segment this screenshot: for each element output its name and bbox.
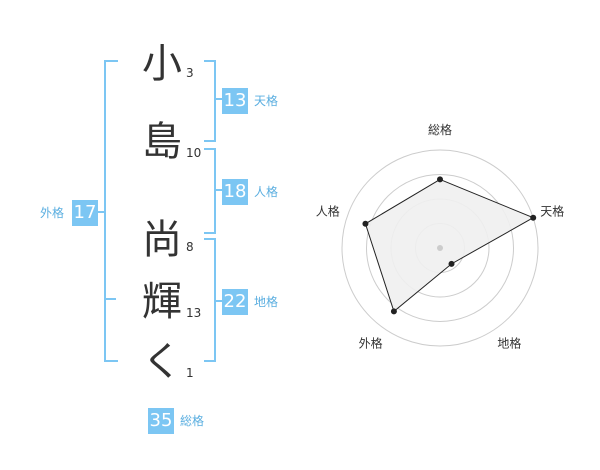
stroke-count-2: 10 xyxy=(186,146,202,160)
radar-point-3 xyxy=(448,260,455,267)
gaikaku-divider xyxy=(106,298,116,300)
name-char-5: く xyxy=(142,339,182,385)
gaikaku-label: 外格 xyxy=(40,206,65,220)
radar-axis-label-3: 地格 xyxy=(497,335,521,350)
gaikaku-connector xyxy=(98,211,106,213)
name-char-1: 小 xyxy=(142,41,182,87)
radar-points xyxy=(362,176,537,315)
chikaku-label: 地格 xyxy=(254,295,279,309)
gaikaku-value: 17 xyxy=(72,200,98,226)
chikaku-connector xyxy=(214,300,222,302)
radar-axis-label-5: 人格 xyxy=(316,204,340,219)
tenkaku-label: 天格 xyxy=(254,94,279,108)
stroke-count-5: 1 xyxy=(186,366,194,380)
name-char-4: 輝 xyxy=(142,279,182,325)
radar-point-1 xyxy=(437,176,443,183)
radar-axis-label-2: 天格 xyxy=(540,204,564,219)
soukaku-label: 総格 xyxy=(180,414,205,428)
stroke-count-1: 3 xyxy=(186,66,194,80)
jinkaku-connector xyxy=(214,189,222,191)
chikaku-value: 22 xyxy=(222,289,248,315)
radar-point-2 xyxy=(530,214,537,221)
radar-polygon xyxy=(364,178,535,313)
jinkaku-value: 18 xyxy=(222,179,248,205)
radar-ring xyxy=(366,174,514,322)
radar-axis-label-1: 総格 xyxy=(428,122,452,137)
radar-point-4 xyxy=(390,308,397,315)
gaikaku-bracket xyxy=(104,60,118,362)
radar-center xyxy=(437,245,443,251)
stroke-count-3: 8 xyxy=(186,240,194,254)
radar-axis-label-4: 外格 xyxy=(359,335,383,350)
stroke-count-4: 13 xyxy=(186,306,202,320)
radar-point-5 xyxy=(362,220,369,227)
tenkaku-connector xyxy=(214,98,222,100)
tenkaku-bracket xyxy=(204,60,216,142)
soukaku-value: 35 xyxy=(148,408,174,434)
name-char-2: 島 xyxy=(142,119,182,165)
jinkaku-label: 人格 xyxy=(254,185,279,199)
tenkaku-value: 13 xyxy=(222,88,248,114)
name-char-3: 尚 xyxy=(142,217,182,263)
jinkaku-bracket xyxy=(204,148,216,234)
radar-ring xyxy=(341,149,539,347)
